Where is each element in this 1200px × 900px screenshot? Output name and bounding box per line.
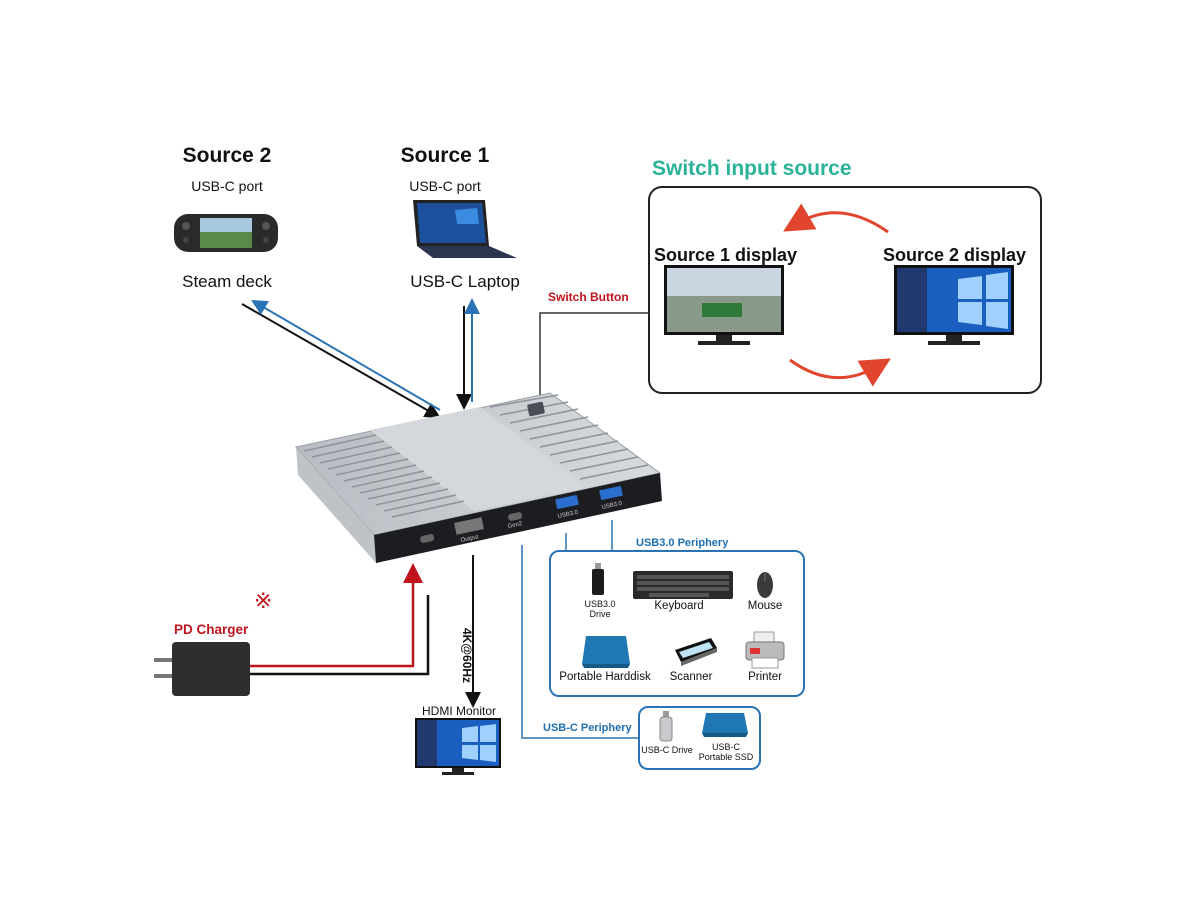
usb30-drive-label: USB3.0 Drive [584, 599, 616, 619]
switch-arrows [783, 203, 891, 387]
usbc-drive-icon [659, 711, 673, 742]
hub-usb-a2-label: USB3.0 [601, 501, 623, 511]
hub-gen2-port-label: Gen2 [507, 521, 523, 530]
laptop-icon [413, 200, 517, 258]
switch-button-label: Switch Button [548, 290, 629, 304]
source1-title: Source 1 [400, 144, 490, 167]
hdmi-monitor-label: HDMI Monitor [422, 704, 497, 718]
source1-device-label: USB-C Laptop [410, 272, 520, 291]
hdmi-resolution-label: 4K@60Hz [460, 628, 474, 684]
source2-monitor-icon [894, 265, 1014, 345]
switch-panel [648, 186, 1042, 394]
switch-panel-heading: Switch input source [652, 157, 852, 180]
hub-usb-a1-label: USB3.0 [557, 510, 579, 520]
source1-port-label: USB-C port [409, 178, 481, 194]
portable-harddisk-icon [582, 636, 630, 668]
usb30-periphery-title: USB3.0 Periphery [636, 537, 729, 549]
source2-title: Source 2 [182, 144, 272, 167]
printer-icon [745, 631, 785, 669]
usbc-drive-label: USB-C Drive [641, 745, 693, 755]
pd-charger-label: PD Charger [174, 622, 249, 637]
usb-drive-icon [592, 563, 604, 595]
usbc-periphery-title: USB-C Periphery [543, 722, 632, 734]
source1-monitor-icon [664, 265, 784, 345]
portable-harddisk-label: Portable Harddisk [559, 671, 651, 683]
pd-note-symbol: ※ [254, 588, 273, 613]
mouse-icon [757, 572, 773, 598]
usb30-periphery-box [549, 550, 805, 697]
pd-charger-icon [154, 642, 250, 696]
usbc-periphery-box [638, 706, 761, 770]
printer-label: Printer [748, 671, 782, 683]
kvm-hub-device: Output Gen2 USB3.0 USB3.0 [295, 392, 662, 563]
hdmi-monitor-icon [415, 718, 501, 775]
source2-display-label: Source 2 display [883, 245, 1027, 265]
scanner-icon [675, 638, 717, 666]
keyboard-label: Keyboard [654, 600, 704, 612]
source2-port-label: USB-C port [191, 178, 263, 194]
usbc-ssd-label: USB-C Portable SSD [698, 742, 754, 762]
keyboard-icon [633, 571, 733, 599]
source2-device-label: Steam deck [182, 272, 272, 291]
mouse-label: Mouse [747, 600, 783, 612]
usbc-ssd-icon [702, 713, 748, 737]
steam-deck-icon [174, 214, 278, 252]
source1-display-label: Source 1 display [654, 245, 798, 265]
hub-output-port-label: Output [460, 534, 479, 544]
scanner-label: Scanner [669, 671, 713, 683]
